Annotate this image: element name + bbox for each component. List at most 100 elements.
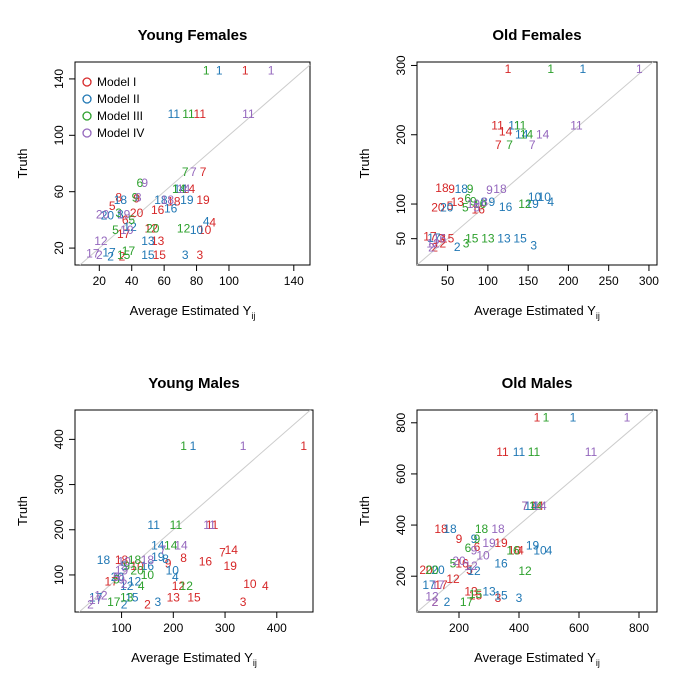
- data-point: 1: [268, 63, 275, 77]
- data-point: 13: [151, 234, 165, 248]
- data-point: 19: [117, 207, 131, 221]
- y-axis-label: Truth: [357, 496, 372, 526]
- y-tick-label: 100: [52, 125, 66, 145]
- data-point: 17: [89, 591, 103, 605]
- x-tick-label: 200: [449, 621, 469, 635]
- data-point: 20: [146, 221, 160, 235]
- data-point: 19: [180, 193, 194, 207]
- data-point: 19: [224, 559, 238, 573]
- data-point: 3: [463, 237, 470, 251]
- data-point: 11: [496, 445, 509, 459]
- data-point: 19: [482, 536, 496, 550]
- data-point: 9: [489, 195, 496, 209]
- data-point: 15: [141, 248, 155, 262]
- data-point: 15: [117, 248, 131, 262]
- data-point: 20: [425, 563, 439, 577]
- data-point: 20: [431, 563, 445, 577]
- data-point: 18: [491, 522, 505, 536]
- plot-frame: [416, 409, 658, 613]
- data-point: 19: [525, 197, 539, 211]
- data-point: 18: [128, 553, 142, 567]
- data-point: 12: [446, 572, 460, 586]
- data-point: 13: [167, 591, 181, 605]
- data-point: 7: [160, 543, 167, 557]
- x-tick-label: 200: [163, 621, 183, 635]
- reference-line: [416, 61, 654, 266]
- data-point: 11: [206, 518, 219, 532]
- x-tick-label: 800: [629, 621, 649, 635]
- data-point: 16: [472, 203, 486, 217]
- data-point: 19: [526, 539, 540, 553]
- data-point: 13: [141, 234, 155, 248]
- data-point: 20: [101, 209, 115, 223]
- x-tick-label: 100: [112, 621, 132, 635]
- data-point: 12: [426, 237, 440, 251]
- data-point: 15: [187, 591, 201, 605]
- data-point: 5: [462, 200, 469, 214]
- data-point: 3: [154, 595, 161, 609]
- data-point: 11: [513, 445, 526, 459]
- data-point: 1: [547, 62, 554, 76]
- data-point: 14: [172, 182, 186, 196]
- data-point: 2: [444, 595, 451, 609]
- data-point: 14: [174, 539, 188, 553]
- data-point: 3: [196, 248, 203, 262]
- data-point: 8: [481, 195, 488, 209]
- data-point: 10: [198, 223, 212, 237]
- y-tick-label: 600: [394, 464, 408, 484]
- data-point: 14: [536, 128, 550, 142]
- data-point: 1: [190, 439, 197, 453]
- data-point: 9: [467, 182, 474, 196]
- x-tick-label: 300: [639, 274, 659, 288]
- data-point: 7: [522, 499, 529, 513]
- data-point: 12: [94, 234, 108, 248]
- plot-frame: [74, 409, 314, 613]
- data-point: 5: [466, 563, 473, 577]
- data-point: 17: [102, 245, 116, 259]
- data-point: 16: [494, 556, 508, 570]
- x-tick-label: 300: [215, 621, 235, 635]
- data-point: 9: [470, 194, 477, 208]
- data-point: 14: [520, 128, 534, 142]
- data-point: 12: [128, 575, 142, 589]
- data-point: 12: [180, 579, 194, 593]
- x-tick-label: 250: [599, 274, 619, 288]
- data-point: 10: [508, 544, 522, 558]
- data-point: 7: [190, 165, 197, 179]
- data-point: 12: [518, 564, 532, 578]
- data-point: 19: [494, 536, 508, 550]
- x-tick-label: 200: [558, 274, 578, 288]
- data-point: 8: [180, 551, 187, 565]
- data-point: 13: [451, 195, 465, 209]
- data-point: 18: [443, 522, 457, 536]
- data-point: 9: [123, 559, 130, 573]
- data-point: 17: [122, 244, 136, 258]
- data-point: 3: [115, 206, 122, 220]
- data-point: 1: [300, 439, 307, 453]
- data-point: 2: [96, 248, 103, 262]
- data-point: 12: [464, 559, 478, 573]
- data-point: 2: [121, 597, 128, 611]
- data-point: 10: [473, 197, 487, 211]
- data-point: 9: [456, 532, 463, 546]
- data-point: 14: [174, 182, 188, 196]
- data-point: 11: [147, 518, 160, 532]
- data-point: 12: [518, 197, 532, 211]
- x-axis-label-subscript: ij: [253, 658, 257, 668]
- data-point: 17: [423, 230, 437, 244]
- x-axis-label-subscript: ij: [596, 658, 600, 668]
- data-point: 3: [516, 591, 523, 605]
- data-point: 7: [506, 138, 513, 152]
- data-point: 3: [438, 232, 445, 246]
- data-point: 15: [469, 587, 483, 601]
- x-tick-label: 100: [478, 274, 498, 288]
- data-point: 14: [182, 182, 196, 196]
- data-point: 17: [105, 575, 119, 589]
- data-point: 1: [240, 439, 247, 453]
- data-point: 20: [452, 554, 466, 568]
- data-point: 7: [522, 499, 529, 513]
- legend-marker: [82, 111, 92, 121]
- data-point: 9: [474, 532, 481, 546]
